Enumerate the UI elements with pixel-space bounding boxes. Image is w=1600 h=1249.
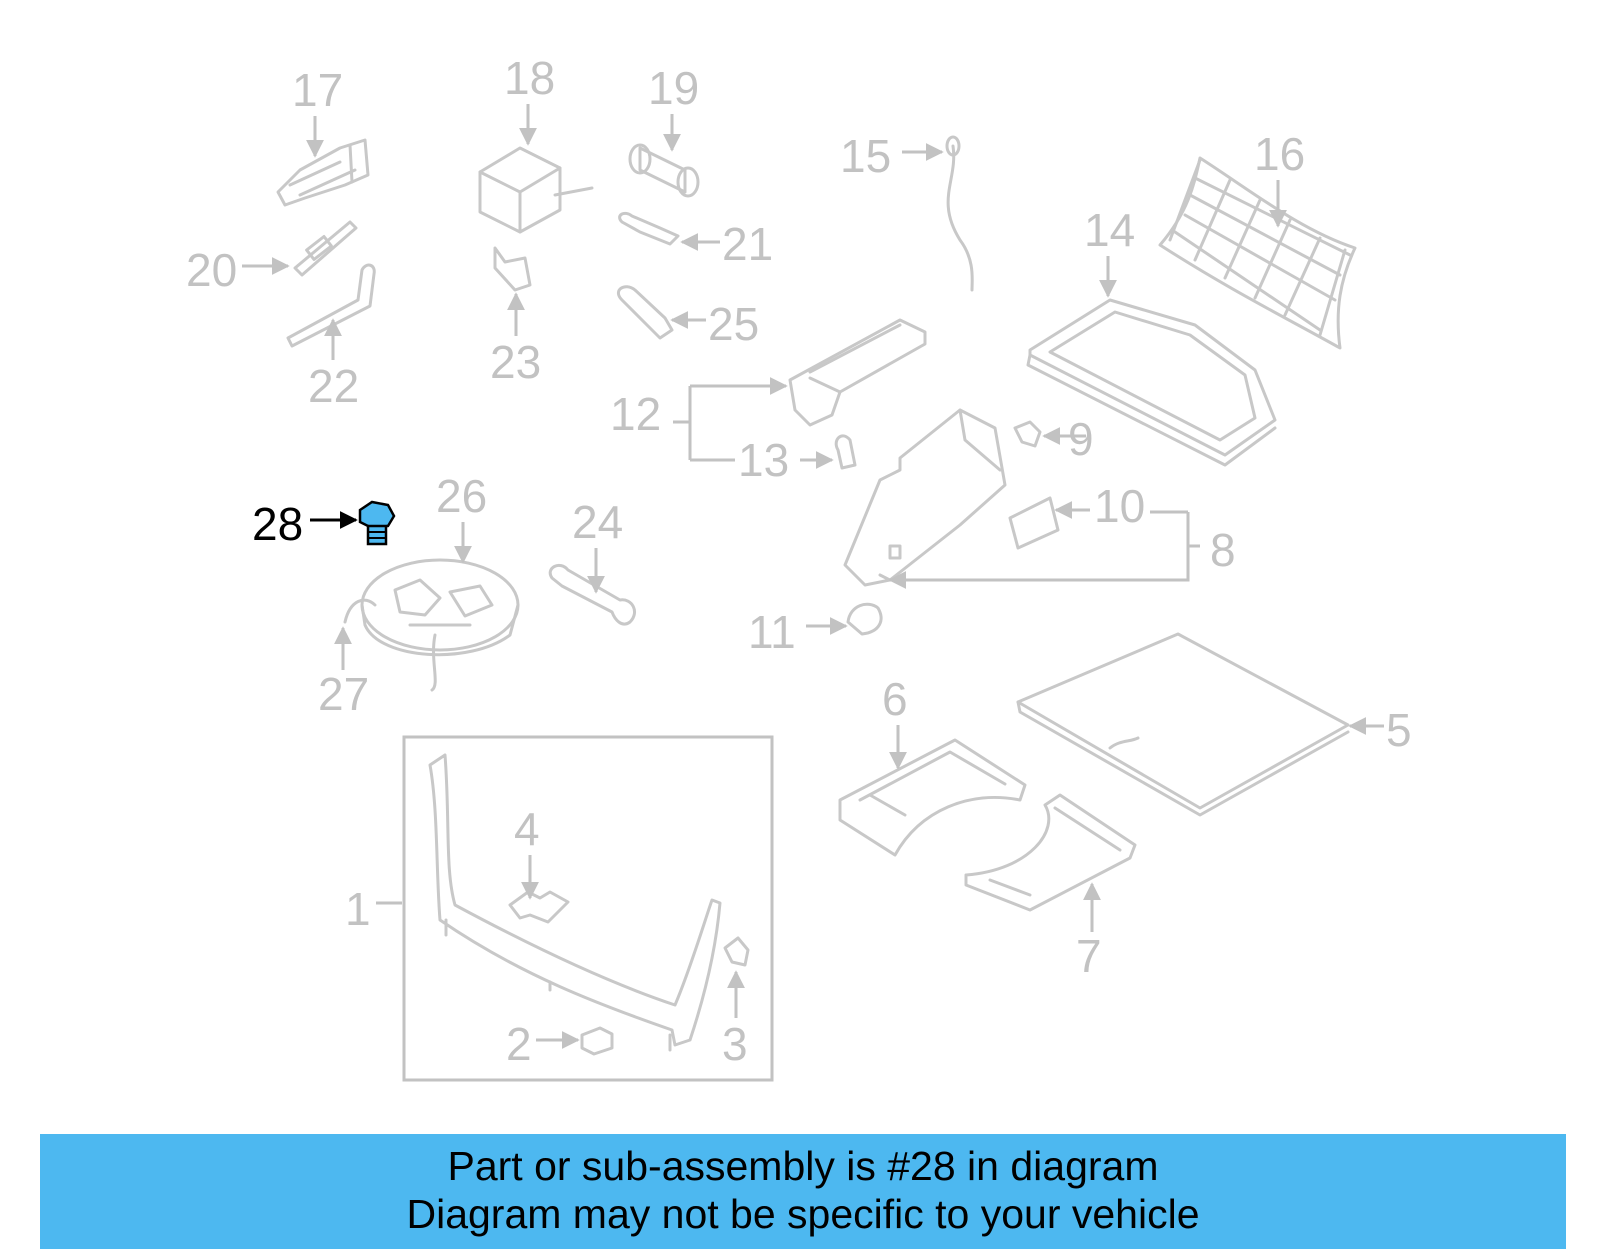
- part-9-clip[interactable]: 9: [1013, 413, 1094, 465]
- callout-18: 18: [504, 52, 555, 104]
- part-23-bracket[interactable]: 23: [490, 246, 541, 388]
- part-10-cover[interactable]: 10: [1008, 480, 1188, 550]
- callout-28: 28: [252, 498, 303, 550]
- part-4-pad[interactable]: 4: [508, 803, 570, 924]
- part-12-trim[interactable]: 12: [610, 318, 927, 460]
- part-11-plug[interactable]: 11: [748, 602, 883, 658]
- inset-box: [402, 735, 774, 1082]
- part-1-sill-trim[interactable]: 1: [345, 753, 722, 1052]
- callout-26: 26: [436, 470, 487, 522]
- part-19-cylinder[interactable]: 19: [628, 62, 700, 198]
- part-13-clip[interactable]: 13: [690, 434, 857, 486]
- parts-diagram: 17 18 19 15 16 14: [186, 52, 1412, 1082]
- callout-14: 14: [1084, 204, 1135, 256]
- callout-5: 5: [1386, 704, 1412, 756]
- part-5-trunk-mat[interactable]: 5: [1016, 632, 1412, 817]
- callout-17: 17: [292, 64, 343, 116]
- callout-16: 16: [1254, 128, 1305, 180]
- callout-19: 19: [648, 62, 699, 114]
- callout-12: 12: [610, 388, 661, 440]
- part-3-clip[interactable]: 3: [722, 936, 750, 1070]
- callout-9: 9: [1068, 413, 1094, 465]
- callout-13: 13: [738, 434, 789, 486]
- callout-27: 27: [318, 668, 369, 720]
- callout-1: 1: [345, 883, 371, 935]
- callout-3: 3: [722, 1018, 748, 1070]
- callout-8: 8: [1210, 524, 1236, 576]
- part-21-clip[interactable]: 21: [618, 211, 774, 270]
- callout-22: 22: [308, 360, 359, 412]
- part-17-jack[interactable]: 17: [276, 64, 370, 207]
- part-6-spacer[interactable]: 6: [838, 673, 1027, 857]
- callout-20: 20: [186, 244, 237, 296]
- part-7-spacer[interactable]: 7: [964, 793, 1137, 982]
- part-15-rod[interactable]: 15: [840, 130, 974, 292]
- part-26-tool-tray[interactable]: 26: [360, 470, 520, 657]
- banner-line-2: Diagram may not be specific to your vehi…: [406, 1191, 1200, 1237]
- callout-11: 11: [748, 606, 796, 658]
- callout-24: 24: [572, 496, 623, 548]
- callout-23: 23: [490, 336, 541, 388]
- callout-21: 21: [722, 218, 773, 270]
- callout-4: 4: [514, 803, 540, 855]
- banner-line-1: Part or sub-assembly is #28 in diagram: [447, 1143, 1159, 1189]
- part-2-clip[interactable]: 2: [506, 1018, 614, 1070]
- part-20-pin[interactable]: 20: [186, 220, 358, 296]
- part-8-side-trim[interactable]: 8: [843, 408, 1236, 585]
- part-16-cargo-net[interactable]: 16: [1158, 128, 1357, 350]
- part-22-handle[interactable]: 22: [286, 263, 376, 412]
- part-25-strap[interactable]: 25: [616, 285, 759, 350]
- part-24-wrench[interactable]: 24: [548, 496, 636, 626]
- part-18-module[interactable]: 18: [478, 52, 594, 234]
- part-28-bolt[interactable]: 28: [252, 498, 396, 550]
- part-27-strap[interactable]: 27: [318, 598, 437, 720]
- callout-7: 7: [1076, 930, 1102, 982]
- callout-2: 2: [506, 1018, 532, 1070]
- callout-15: 15: [840, 130, 891, 182]
- callout-25: 25: [708, 298, 759, 350]
- callout-6: 6: [882, 673, 908, 725]
- callout-10: 10: [1094, 480, 1145, 532]
- part-14-rear-shelf[interactable]: 14: [1026, 204, 1277, 467]
- info-banner: Part or sub-assembly is #28 in diagram D…: [40, 1134, 1566, 1249]
